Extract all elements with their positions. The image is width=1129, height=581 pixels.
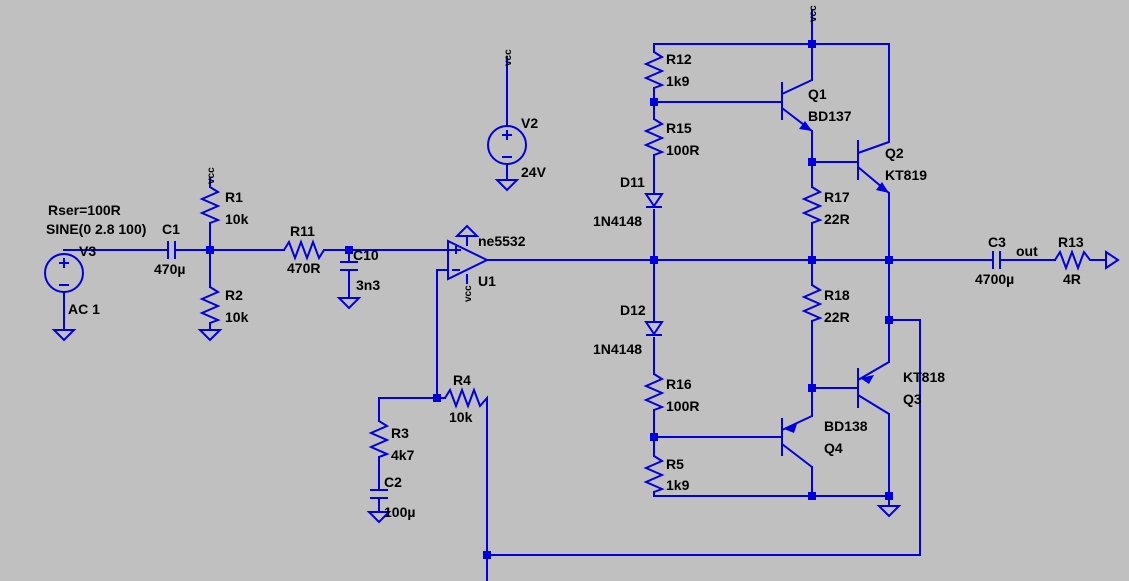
d12-value: 1N4148 (593, 341, 642, 357)
wires (63, 9, 1056, 581)
r1-name: R1 (225, 189, 243, 205)
capacitor-c1 (167, 241, 176, 259)
transistor-q4 (781, 415, 813, 468)
ground-icon (51, 329, 77, 342)
labels: R12 1k9 R15 100R D11 1N4148 D12 1N4148 R… (46, 51, 1084, 520)
voltage-source-v2 (487, 125, 527, 165)
r5-name: R5 (666, 456, 684, 472)
r12-value: 1k9 (666, 73, 690, 89)
r11-name: R11 (290, 223, 315, 239)
diode-d11 (644, 193, 664, 208)
resistor-r1 (199, 186, 221, 224)
v3-param-rser: Rser=100R (48, 202, 121, 218)
ground-icon (366, 511, 392, 524)
diode-d12 (644, 321, 664, 336)
q3-value: KT818 (903, 369, 945, 385)
resistor-r15 (643, 118, 665, 156)
vcc-flag: vcc (808, 5, 819, 22)
ground-icon (336, 297, 362, 310)
transistor-q2 (857, 140, 890, 194)
net-label-out: out (1016, 243, 1038, 259)
resistor-r13 (1054, 249, 1106, 271)
r18-value: 22R (824, 309, 850, 325)
r16-value: 100R (666, 398, 699, 414)
r15-value: 100R (666, 142, 699, 158)
resistor-r11 (283, 239, 325, 261)
vcc-flag: vcc (503, 49, 514, 66)
u1-name: U1 (478, 273, 496, 289)
c3-value: 4700µ (975, 271, 1014, 287)
r13-value: 4R (1063, 271, 1081, 287)
ground-icon (454, 224, 480, 237)
c10-value: 3n3 (356, 277, 380, 293)
r11-value: 470R (287, 260, 320, 276)
v2-name: V2 (521, 115, 538, 131)
resistor-r5 (643, 455, 665, 493)
d11-value: 1N4148 (593, 213, 642, 229)
r5-value: 1k9 (666, 477, 690, 493)
r3-value: 4k7 (391, 447, 415, 463)
r13-name: R13 (1058, 234, 1084, 250)
c3-name: C3 (988, 234, 1006, 250)
opamp-u1 (447, 236, 490, 284)
q1-value: BD137 (808, 108, 852, 124)
ground-icon (494, 179, 520, 192)
c1-value: 470µ (154, 261, 185, 277)
resistor-r12 (643, 51, 665, 89)
capacitor-c10 (340, 261, 358, 271)
q4-value: BD138 (824, 418, 868, 434)
r17-name: R17 (824, 189, 850, 205)
v3-value: AC 1 (68, 301, 100, 317)
r15-name: R15 (666, 120, 692, 136)
c10-name: C10 (353, 247, 379, 263)
r18-name: R18 (824, 287, 850, 303)
voltage-source-v3 (44, 253, 84, 293)
transistor-q1 (781, 79, 813, 132)
c2-value: 100µ (384, 504, 415, 520)
output-port-icon (1105, 250, 1120, 270)
q2-name: Q2 (885, 145, 904, 161)
v3-param-sine: SINE(0 2.8 100) (46, 221, 146, 237)
q2-value: KT819 (885, 167, 927, 183)
q3-name: Q3 (903, 391, 922, 407)
c1-name: C1 (162, 221, 180, 237)
c2-name: C2 (384, 474, 402, 490)
q4-name: Q4 (824, 440, 843, 456)
r4-name: R4 (453, 372, 471, 388)
r1-value: 10k (225, 211, 249, 227)
capacitor-c2 (370, 489, 388, 499)
r16-name: R16 (666, 376, 692, 392)
r17-value: 22R (824, 211, 850, 227)
r3-name: R3 (391, 425, 409, 441)
vcc-flag: vcc (463, 285, 474, 302)
resistor-r17 (801, 186, 823, 224)
resistor-r2 (199, 286, 221, 324)
r2-value: 10k (225, 309, 249, 325)
v3-name: V3 (79, 243, 96, 259)
resistor-r16 (643, 373, 665, 411)
q1-name: Q1 (808, 86, 827, 102)
d11-name: D11 (620, 174, 645, 190)
resistor-r3 (368, 420, 390, 458)
resistor-r4 (444, 387, 488, 409)
d12-name: D12 (620, 302, 646, 318)
ground-icon (876, 505, 902, 518)
junctions (206, 40, 893, 559)
ground-icon (197, 329, 223, 342)
capacitor-c3 (992, 251, 1001, 269)
r4-value: 10k (449, 409, 473, 425)
vcc-flag: vcc (206, 167, 217, 184)
r2-name: R2 (225, 287, 243, 303)
u1-value: ne5532 (478, 233, 526, 249)
v2-value: 24V (521, 164, 547, 180)
r12-name: R12 (666, 51, 692, 67)
transistor-q3 (857, 361, 890, 415)
resistor-r18 (801, 284, 823, 322)
